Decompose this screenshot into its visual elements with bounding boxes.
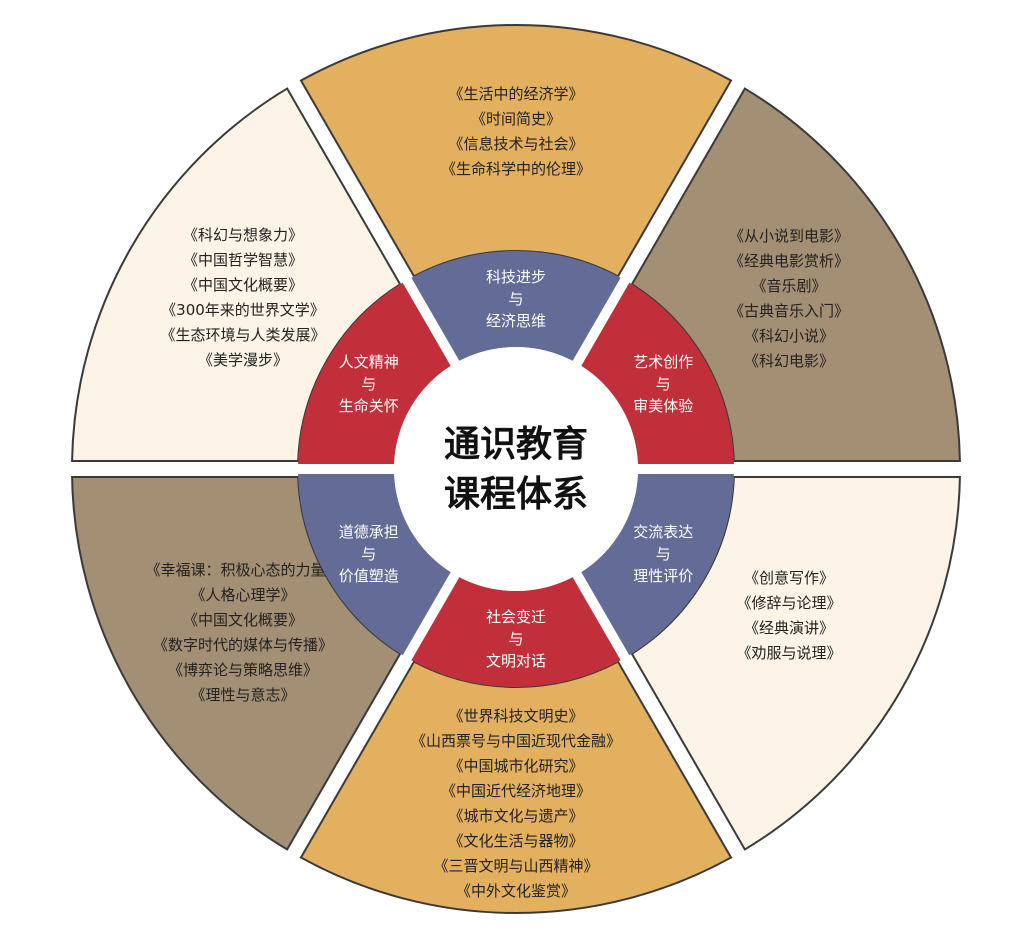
course-item: 《生活中的经济学》 [448,85,583,103]
category-bottom-left-segment [298,474,451,656]
category-bottom-right-segment [581,474,734,656]
course-item: 《中国文化概要》 [183,611,303,629]
inner-ring: 科技进步与经济思维艺术创作与审美体验交流表达与理性评价社会变迁与文明对话道德承担… [298,251,734,687]
course-item: 《300年来的世界文学》 [161,301,325,319]
category-label-line: 文明对话 [486,652,546,670]
course-item: 《中国哲学智慧》 [183,251,303,269]
course-item: 《中国城市化研究》 [448,757,583,775]
category-bottom-segment [411,577,621,687]
category-top-right-segment [581,282,734,464]
category-label-line: 价值塑造 [339,567,399,585]
course-item: 《三晋文明与山西精神》 [433,857,598,875]
course-item: 《中国近代经济地理》 [441,782,591,800]
course-item: 《经典电影赏析》 [729,252,849,270]
course-item: 《音乐剧》 [751,277,826,295]
center-title-line-2: 课程体系 [444,474,588,515]
category-label-line: 与 [656,545,671,563]
course-item: 《人格心理学》 [190,586,295,604]
course-item: 《山西票号与中国近现代金融》 [411,732,621,750]
course-item: 《幸福课：积极心态的力量》 [145,561,340,579]
category-top-left-segment [298,282,451,464]
category-label-line: 交流表达 [633,523,693,541]
category-label-line: 审美体验 [633,397,693,415]
category-label-line: 理性评价 [633,567,693,585]
course-item: 《劝服与说理》 [736,644,841,662]
course-item: 《文化生活与器物》 [448,832,583,850]
category-label-line: 与 [656,375,671,393]
course-item: 《修辞与论理》 [736,594,841,612]
category-label-line: 道德承担 [339,523,399,541]
course-item: 《世界科技文明史》 [448,707,583,725]
course-item: 《城市文化与遗产》 [448,807,583,825]
category-label-line: 经济思维 [486,312,546,330]
course-item: 《中外文化鉴赏》 [456,882,576,900]
category-label-line: 人文精神 [339,353,399,371]
outer-ring: 《生活中的经济学》《时间简史》《信息技术与社会》《生命科学中的伦理》《从小说到电… [71,24,961,914]
course-item: 《从小说到电影》 [729,227,849,245]
course-item: 《古典音乐入门》 [729,302,849,320]
course-item: 《美学漫步》 [198,351,288,369]
center-circle [394,347,638,591]
course-item: 《信息技术与社会》 [448,135,583,153]
course-item: 《中国文化概要》 [183,276,303,294]
course-item: 《科幻与想象力》 [183,226,303,244]
category-label-line: 社会变迁 [486,608,546,626]
category-label-line: 科技进步 [486,268,546,286]
category-label-line: 与 [508,290,523,308]
center-title-line-1: 通识教育 [444,424,588,465]
course-item: 《科幻电影》 [744,352,834,370]
category-label-line: 与 [361,545,376,563]
course-item: 《博弈论与策略思维》 [168,661,318,679]
category-label-line: 艺术创作 [633,353,693,371]
course-item: 《生态环境与人类发展》 [160,326,325,344]
course-item: 《经典演讲》 [744,619,834,637]
category-label-line: 生命关怀 [339,397,399,415]
course-item: 《时间简史》 [471,110,561,128]
course-item: 《理性与意志》 [190,686,295,704]
category-label-line: 与 [361,375,376,393]
course-item: 《创意写作》 [744,569,834,587]
course-item: 《数字时代的媒体与传播》 [153,636,333,654]
course-item: 《生命科学中的伦理》 [441,160,591,178]
category-top-segment [411,251,621,361]
category-label-line: 与 [508,630,523,648]
course-item: 《科幻小说》 [744,327,834,345]
